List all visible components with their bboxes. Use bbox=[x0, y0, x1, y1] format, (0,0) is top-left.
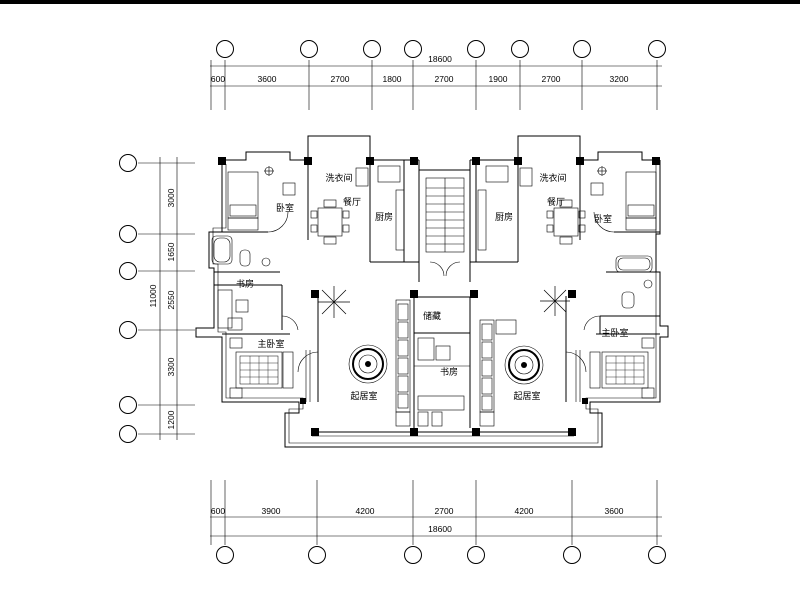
left-dim-label: 1650 bbox=[166, 242, 176, 261]
top-dim-label: 2700 bbox=[331, 74, 350, 84]
top-dimension-chain: 18600 600 3600 2700 1800 2700 1900 2700 … bbox=[210, 40, 666, 110]
axis-bubble bbox=[467, 40, 485, 58]
left-dim-label: 3000 bbox=[166, 188, 176, 207]
axis-bubble bbox=[119, 154, 137, 172]
axis-bubble bbox=[119, 425, 137, 443]
top-dim-label: 3200 bbox=[610, 74, 629, 84]
left-dim-label: 1200 bbox=[166, 410, 176, 429]
furniture-left bbox=[211, 165, 411, 427]
axis-bubble bbox=[119, 396, 137, 414]
axis-bubble bbox=[216, 40, 234, 58]
top-total-dimension: 18600 bbox=[428, 54, 452, 64]
left-dim-label: 2550 bbox=[166, 290, 176, 309]
top-dim-label: 600 bbox=[211, 74, 225, 84]
room-label-laundry-right: 洗衣间 bbox=[539, 172, 566, 184]
axis-bubble bbox=[119, 225, 137, 243]
top-border-bar bbox=[0, 0, 800, 4]
room-label-study-left: 书房 bbox=[236, 278, 254, 290]
left-total-dimension: 11000 bbox=[148, 284, 158, 307]
bottom-dim-label: 2700 bbox=[435, 506, 454, 516]
bottom-dim-label: 3900 bbox=[262, 506, 281, 516]
axis-bubble bbox=[404, 40, 422, 58]
furniture-right bbox=[477, 165, 657, 427]
axis-bubble bbox=[648, 546, 666, 564]
axis-bubble bbox=[119, 321, 137, 339]
room-label-kitchen-left: 厨房 bbox=[375, 211, 393, 223]
room-label-master-left: 主卧室 bbox=[257, 338, 284, 350]
left-dimension-chain: 11000 3000 1650 2550 3300 1200 bbox=[119, 154, 195, 443]
room-label-storage: 储藏 bbox=[423, 310, 441, 322]
room-label-laundry-left: 洗衣间 bbox=[325, 172, 352, 184]
axis-bubble bbox=[119, 262, 137, 280]
axis-bubble bbox=[511, 40, 529, 58]
axis-bubble bbox=[573, 40, 591, 58]
axis-bubble bbox=[308, 546, 326, 564]
bottom-dim-label: 4200 bbox=[356, 506, 375, 516]
axis-bubble bbox=[467, 546, 485, 564]
bottom-total-dimension: 18600 bbox=[428, 524, 452, 534]
axis-bubble bbox=[363, 40, 381, 58]
room-label-dining-right: 餐厅 bbox=[547, 196, 565, 208]
axis-bubble bbox=[563, 546, 581, 564]
room-label-living-right: 起居室 bbox=[513, 390, 540, 402]
top-dim-label: 1900 bbox=[489, 74, 508, 84]
room-label-dining-left: 餐厅 bbox=[343, 196, 361, 208]
room-label-bedroom-left: 卧室 bbox=[276, 202, 294, 214]
bottom-dimension-chain: 600 3900 4200 2700 4200 3600 18600 bbox=[210, 480, 666, 564]
bottom-dim-label: 600 bbox=[211, 506, 225, 516]
room-label-study-center: 书房 bbox=[440, 366, 458, 378]
furniture-center bbox=[417, 337, 465, 427]
room-label-bedroom-right: 卧室 bbox=[594, 213, 612, 225]
bottom-dim-label: 4200 bbox=[515, 506, 534, 516]
axis-bubble bbox=[648, 40, 666, 58]
building-walls bbox=[195, 135, 669, 448]
bottom-dim-label: 3600 bbox=[605, 506, 624, 516]
top-dim-label: 1800 bbox=[383, 74, 402, 84]
top-dim-label: 2700 bbox=[435, 74, 454, 84]
room-labels: 卧室 卧室 餐厅 餐厅 洗衣间 洗衣间 厨房 厨房 书房 储藏 书房 主卧室 主… bbox=[236, 172, 629, 402]
top-dim-label: 3600 bbox=[258, 74, 277, 84]
axis-bubble bbox=[404, 546, 422, 564]
stairwell bbox=[425, 177, 465, 277]
left-dim-label: 3300 bbox=[166, 357, 176, 376]
top-dim-label: 2700 bbox=[542, 74, 561, 84]
room-label-master-right: 主卧室 bbox=[601, 327, 628, 339]
axis-bubble bbox=[216, 546, 234, 564]
room-label-kitchen-right: 厨房 bbox=[495, 211, 513, 223]
axis-bubble bbox=[300, 40, 318, 58]
room-label-living-left: 起居室 bbox=[350, 390, 377, 402]
